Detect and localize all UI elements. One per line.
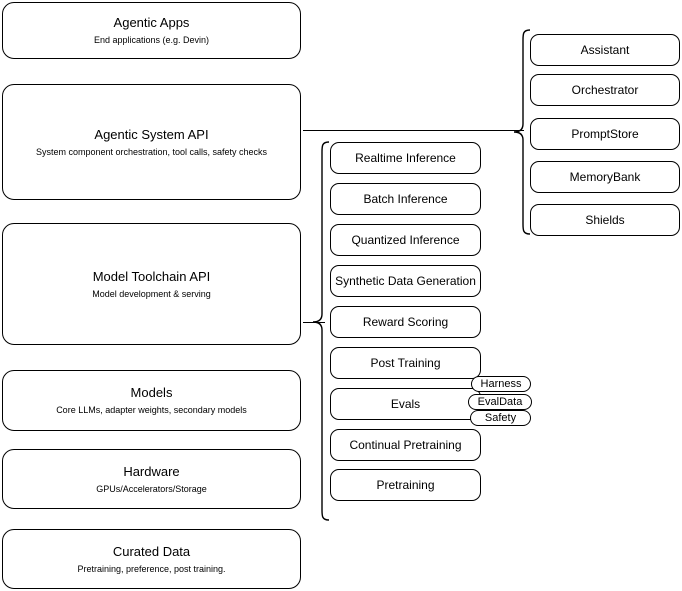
agentic-component-memorybank[interactable]: MemoryBank [530,161,680,193]
layer-subtitle: Model development & serving [92,288,211,299]
evals-subcomponent-evaldata[interactable]: EvalData [468,394,532,410]
component-label: Orchestrator [571,83,639,97]
stack-layer-curated-data[interactable]: Curated Data Pretraining, preference, po… [2,529,301,589]
pill-label: Harness [480,377,522,390]
layer-subtitle: End applications (e.g. Devin) [93,35,210,45]
component-label: Quantized Inference [351,233,460,247]
agentic-component-promptstore[interactable]: PromptStore [530,118,680,150]
component-label: Pretraining [376,478,435,492]
toolchain-component-continual-pretraining[interactable]: Continual Pretraining [330,429,481,461]
component-label: Shields [585,213,625,227]
layer-title: Hardware [123,463,180,479]
component-label: PromptStore [571,127,639,141]
component-label: Realtime Inference [355,151,456,165]
stack-layer-models[interactable]: Models Core LLMs, adapter weights, secon… [2,370,301,431]
toolchain-component-pretraining[interactable]: Pretraining [330,469,481,501]
layer-title: Agentic System API [94,126,209,142]
toolchain-component-post-training[interactable]: Post Training [330,347,481,379]
layer-title: Curated Data [112,543,191,559]
agentic-component-orchestrator[interactable]: Orchestrator [530,74,680,106]
stack-layer-agentic-apps[interactable]: Agentic Apps End applications (e.g. Devi… [2,2,301,59]
brace-toolchain [312,140,330,522]
agentic-component-assistant[interactable]: Assistant [530,34,680,66]
component-label: Batch Inference [363,192,448,206]
layer-title: Models [130,385,173,400]
toolchain-component-realtime-inference[interactable]: Realtime Inference [330,142,481,174]
brace-agentic-system [513,28,531,236]
layer-title: Model Toolchain API [92,268,211,284]
component-label: MemoryBank [569,170,641,184]
evals-subcomponent-safety[interactable]: Safety [470,410,531,426]
toolchain-component-evals[interactable]: Evals [330,388,481,420]
stack-layer-hardware[interactable]: Hardware GPUs/Accelerators/Storage [2,449,301,509]
stack-layer-agentic-system-api[interactable]: Agentic System API System component orch… [2,84,301,200]
component-label: Post Training [370,356,441,370]
component-label: Assistant [580,43,630,57]
toolchain-component-reward-scoring[interactable]: Reward Scoring [330,306,481,338]
component-label: Reward Scoring [362,315,449,329]
evals-subcomponent-harness[interactable]: Harness [471,376,531,392]
pill-label: Safety [484,411,517,424]
component-label: Continual Pretraining [349,438,462,452]
toolchain-component-batch-inference[interactable]: Batch Inference [330,183,481,215]
pill-label: EvalData [477,395,523,408]
agentic-component-shields[interactable]: Shields [530,204,680,236]
layer-subtitle: System component orchestration, tool cal… [35,146,268,157]
layer-subtitle: GPUs/Accelerators/Storage [96,483,207,494]
layer-title: Agentic Apps [113,15,190,30]
connector-agentic-system-to-components [303,130,524,131]
stack-layer-model-toolchain-api[interactable]: Model Toolchain API Model development & … [2,223,301,345]
component-label: Synthetic Data Generation [335,274,476,288]
component-label: Evals [390,397,421,411]
toolchain-component-synthetic-data-generation[interactable]: Synthetic Data Generation [330,265,481,297]
layer-subtitle: Pretraining, preference, post training. [77,563,226,574]
toolchain-component-quantized-inference[interactable]: Quantized Inference [330,224,481,256]
layer-subtitle: Core LLMs, adapter weights, secondary mo… [56,405,247,415]
